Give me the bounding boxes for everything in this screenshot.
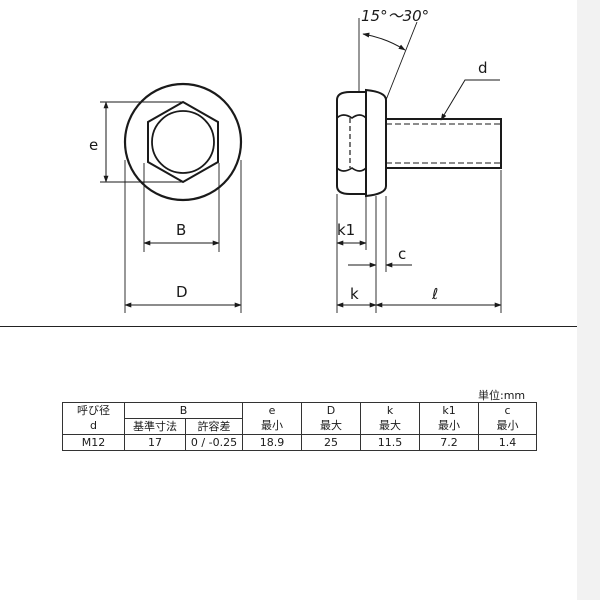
header-nominal: 呼び径 — [62, 402, 125, 419]
section-divider — [0, 326, 577, 327]
angle-arc — [362, 32, 406, 51]
cell-e: 18.9 — [242, 434, 303, 451]
header-B: B — [123, 402, 244, 419]
dim-k1-label: k1 — [337, 221, 355, 239]
d-leader — [440, 79, 500, 121]
subheader-B-tolerance: 許容差 — [184, 418, 244, 435]
header-k: k — [360, 402, 421, 419]
dim-d-label: d — [478, 59, 488, 77]
shank — [385, 118, 502, 169]
cell-D: 25 — [301, 434, 362, 451]
subheader-D: 最大 — [301, 418, 362, 435]
angle-label: 15°〜30° — [361, 7, 429, 25]
subheader-e: 最小 — [242, 418, 303, 435]
subheader-c: 最小 — [478, 418, 538, 435]
header-k1: k1 — [419, 402, 480, 419]
unit-label: 単位:mm — [478, 389, 526, 402]
header-c: c — [478, 402, 538, 419]
header-D: D — [301, 402, 362, 419]
flange-profile — [365, 88, 387, 198]
cell-c: 1.4 — [478, 434, 538, 451]
cell-k1: 7.2 — [419, 434, 480, 451]
dim-k-label: k — [350, 285, 359, 303]
front-view — [100, 82, 243, 313]
cell-k: 11.5 — [360, 434, 421, 451]
flange-outline — [123, 82, 243, 202]
hex-chamfer-circle — [151, 110, 215, 174]
side-view — [336, 18, 502, 313]
cell-nominal: M12 — [62, 434, 125, 451]
hex-outline — [147, 100, 219, 184]
spec-table: 呼び径 B e D k k1 c d 基準寸法 許容差 最小 最大 最大 最小 … — [62, 402, 538, 451]
table-row: M12 17 0 ∕ -0.25 18.9 25 11.5 7.2 1.4 — [62, 434, 538, 451]
header-e: e — [242, 402, 303, 419]
hex-head-profile — [336, 91, 367, 195]
subheader-nominal: d — [62, 418, 125, 435]
dim-c-label: c — [398, 245, 406, 263]
dim-B-label: B — [176, 221, 186, 239]
table-header-row: 呼び径 B e D k k1 c — [62, 402, 538, 419]
bolt-technical-drawing: e B D 15°〜30° d k1 c k ℓ — [89, 7, 502, 313]
page-right-margin — [577, 0, 600, 600]
dim-e-label: e — [89, 136, 98, 154]
subheader-k: 最大 — [360, 418, 421, 435]
cell-B-tolerance: 0 ∕ -0.25 — [184, 434, 244, 451]
table-subheader-row: d 基準寸法 許容差 最小 最大 最大 最小 最小 — [62, 418, 538, 435]
dim-D-label: D — [176, 283, 188, 301]
cell-B-nominal: 17 — [124, 434, 186, 451]
dim-l-label: ℓ — [431, 285, 438, 303]
subheader-k1: 最小 — [419, 418, 480, 435]
subheader-B-nominal: 基準寸法 — [124, 418, 186, 435]
